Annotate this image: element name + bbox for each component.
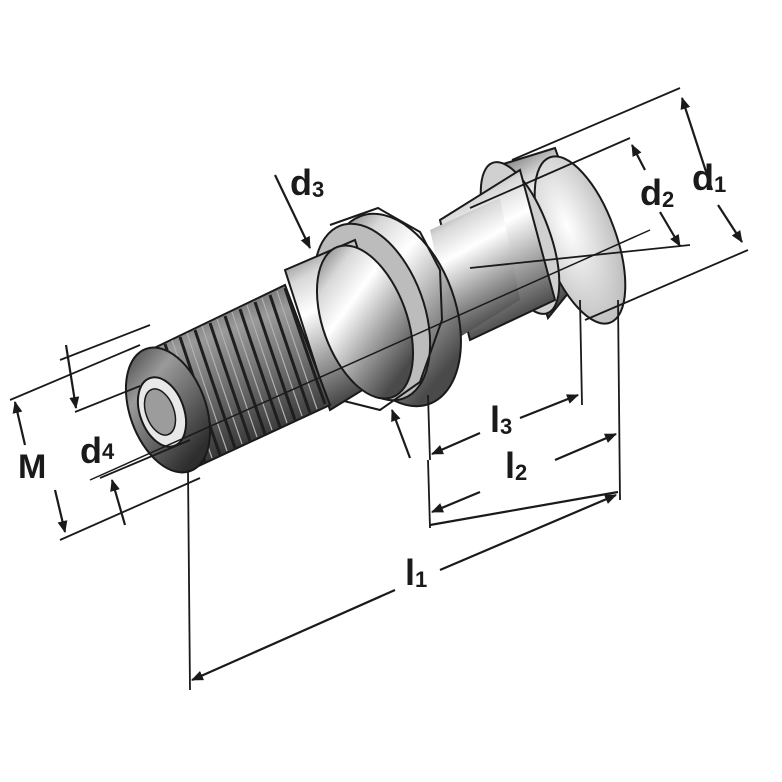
label-d1: d1 (692, 157, 726, 198)
dimension-d3 (274, 174, 412, 459)
label-d2: d2 (640, 172, 674, 213)
dimension-l1 (187, 469, 617, 691)
label-l2: l2 (505, 445, 527, 486)
dimension-l2 (427, 299, 621, 529)
center-axis (89, 229, 651, 481)
label-l1: l1 (405, 552, 427, 593)
collar-d3 (283, 238, 415, 412)
dimension-l3 (427, 299, 583, 461)
label-M: M (18, 448, 46, 486)
dimension-d2 (469, 137, 691, 269)
label-d3: d3 (290, 162, 324, 203)
dimension-M (9, 344, 201, 541)
label-l3: l3 (490, 399, 512, 440)
label-d4: d4 (80, 430, 115, 471)
dimension-d1 (511, 87, 749, 321)
dimension-d4 (59, 324, 191, 526)
